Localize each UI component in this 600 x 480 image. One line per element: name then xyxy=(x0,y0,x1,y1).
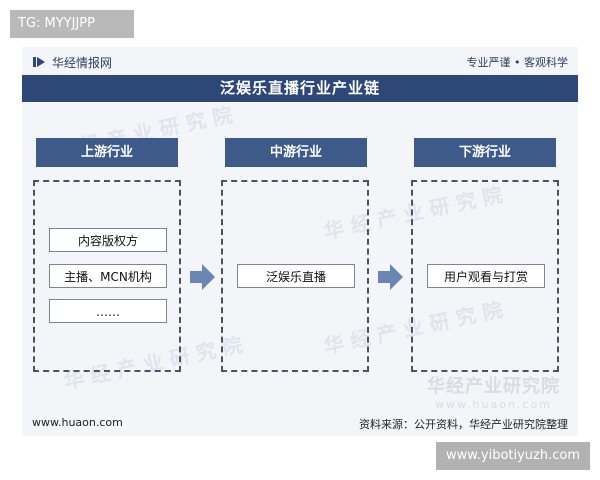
downstream-item-user-watch-tip: 用户观看与打赏 xyxy=(427,264,545,288)
industry-chain-card: 华 经 产 业 研 究 院 华 经 产 业 研 究 院 华 经 产 业 研 究 … xyxy=(22,47,578,436)
brand-name: 华经情报网 xyxy=(52,55,113,70)
diagram-title: 泛娱乐直播行业产业链 xyxy=(22,75,578,102)
footer-source: 资料来源：公开资料，华经产业研究院整理 xyxy=(359,418,568,431)
stage-upstream-header: 上游行业 xyxy=(36,138,178,167)
midstream-item-live-streaming: 泛娱乐直播 xyxy=(237,264,355,288)
corner-brand-en: www.huaon.com xyxy=(435,398,552,411)
stage-midstream-header: 中游行业 xyxy=(225,138,367,167)
upstream-item-anchor-mcn: 主播、MCN机构 xyxy=(49,264,167,288)
right-arrow-icon xyxy=(190,264,215,290)
stage-midstream-box: 泛娱乐直播 xyxy=(221,180,369,372)
header-bar: 华经情报网 专业严谨 • 客观科学 xyxy=(32,53,568,71)
footer-url: www.huaon.com xyxy=(32,416,123,429)
overlay-watermark: www.yibotiyuzh.com xyxy=(436,442,590,470)
corner-brand-cn: 华经产业研究院 xyxy=(427,376,560,397)
stage-downstream-box: 用户观看与打赏 xyxy=(411,180,559,372)
right-arrow-icon xyxy=(378,264,403,290)
slogan: 专业严谨 • 客观科学 xyxy=(466,56,568,69)
stage-downstream-header: 下游行业 xyxy=(414,138,556,167)
overlay-tag: TG: MYYJJPP xyxy=(10,10,134,38)
upstream-item-more: …… xyxy=(49,299,167,323)
corner-brand-watermark: 华经产业研究院 www.huaon.com xyxy=(427,372,560,411)
footer: www.huaon.com 资料来源：公开资料，华经产业研究院整理 xyxy=(32,416,568,431)
upstream-item-content-rights: 内容版权方 xyxy=(49,228,167,252)
huajing-logo-icon xyxy=(33,57,45,67)
stage-upstream-box: 内容版权方 主播、MCN机构 …… xyxy=(33,180,181,372)
